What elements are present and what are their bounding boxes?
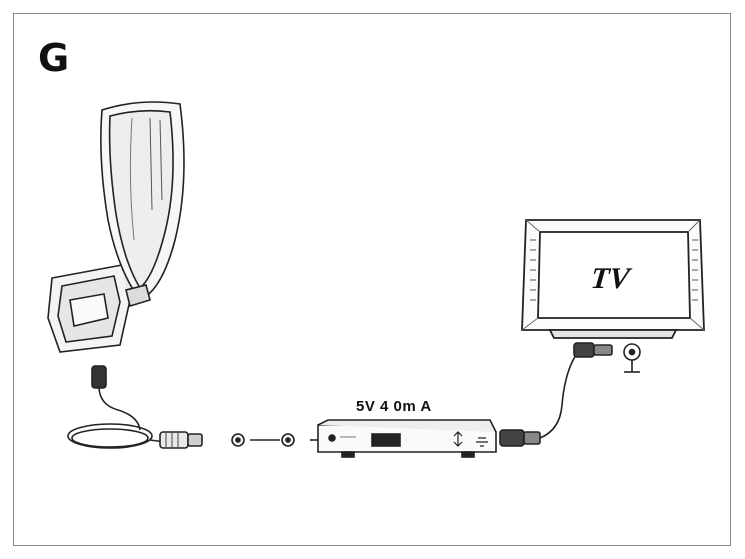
figure-frame (13, 13, 731, 546)
power-rating-label: 5V 4 0m A (356, 398, 432, 415)
indoor-antenna-icon (100, 101, 185, 308)
tv-screen-icon (521, 219, 705, 339)
coax-connector-icon (159, 431, 203, 449)
tv-cable-icon (499, 342, 613, 447)
tv-label: TV (589, 262, 632, 295)
ground-symbol-icon (623, 343, 641, 373)
panel-letter: G (38, 36, 70, 80)
power-injector-box-icon (310, 419, 497, 458)
inline-coupler-icon (231, 433, 295, 447)
antenna-cable-icon (67, 365, 166, 449)
